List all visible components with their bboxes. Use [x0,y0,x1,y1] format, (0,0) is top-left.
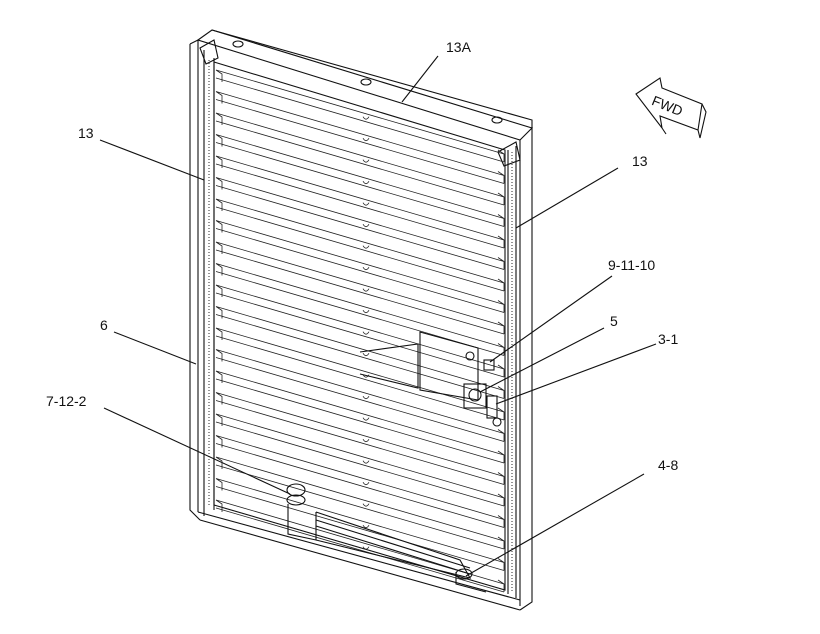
louver-clip-icon [362,202,370,206]
louver-slat [215,177,505,270]
louver-clip-icon [362,417,370,421]
callout-4-8: 4-8 [658,457,678,473]
louver-slat [215,284,505,378]
louver-clip-icon [362,137,370,142]
louver-clip-icon [362,395,370,400]
louver-slat [215,155,505,249]
louver-clip-icon [362,352,370,357]
fwd-label: FWD [650,92,686,119]
louver-clip-icon [362,460,370,464]
louver-slat [215,370,505,464]
louver-slat [215,435,505,528]
callout-13a: 13A [446,39,472,55]
fastener-assembly [463,359,502,427]
louver-slat [215,263,505,356]
louver-slat [215,220,505,313]
louver-clip-icon [362,180,370,185]
louver-clip-icon [362,266,370,271]
louver-group [215,69,505,593]
louver-clip-icon [362,374,370,378]
louver-clip-icon [362,331,370,335]
radiator-frame [189,29,534,611]
louver-clip-icon [362,159,370,163]
louver-clip-icon [362,245,370,249]
callout-leaders [99,55,657,577]
louver-slat [215,456,505,550]
forward-arrow-icon: FWD [635,77,707,139]
louver-slat [215,91,505,184]
louver-slat [215,69,505,163]
callout-6: 6 [100,317,108,333]
louver-clip-icon [362,524,370,529]
louver-clip-icon [362,503,370,507]
louver-slat [215,349,505,442]
callout-labels: 13A 13 13 9-11-10 5 3-1 6 7-12-2 4-8 [46,39,678,473]
callout-13-left: 13 [78,125,94,141]
louver-slat [215,134,505,227]
louver-clip-icon [362,309,370,314]
louver-clip-icon [362,116,370,120]
louver-clip-icon [362,223,370,228]
callout-13-right: 13 [632,153,648,169]
louver-clip-icon [362,438,370,443]
louver-slat [215,241,505,335]
callout-9-11-10: 9-11-10 [608,257,655,273]
louver-slat [215,306,505,399]
louver-slat [215,413,505,507]
callout-5: 5 [610,313,618,329]
louver-slat [215,112,505,206]
rod-assembly [315,519,487,593]
louver-clip-icon [362,481,370,486]
louver-slat [215,327,505,421]
callout-3-1: 3-1 [658,331,678,347]
louver-slat [215,499,505,593]
louver-slat [215,478,505,571]
louver-clip-icon [362,546,370,550]
louver-clip-icon [362,288,370,292]
louver-slat [215,198,505,292]
louver-slat [215,392,505,485]
callout-7-12-2: 7-12-2 [46,393,87,409]
